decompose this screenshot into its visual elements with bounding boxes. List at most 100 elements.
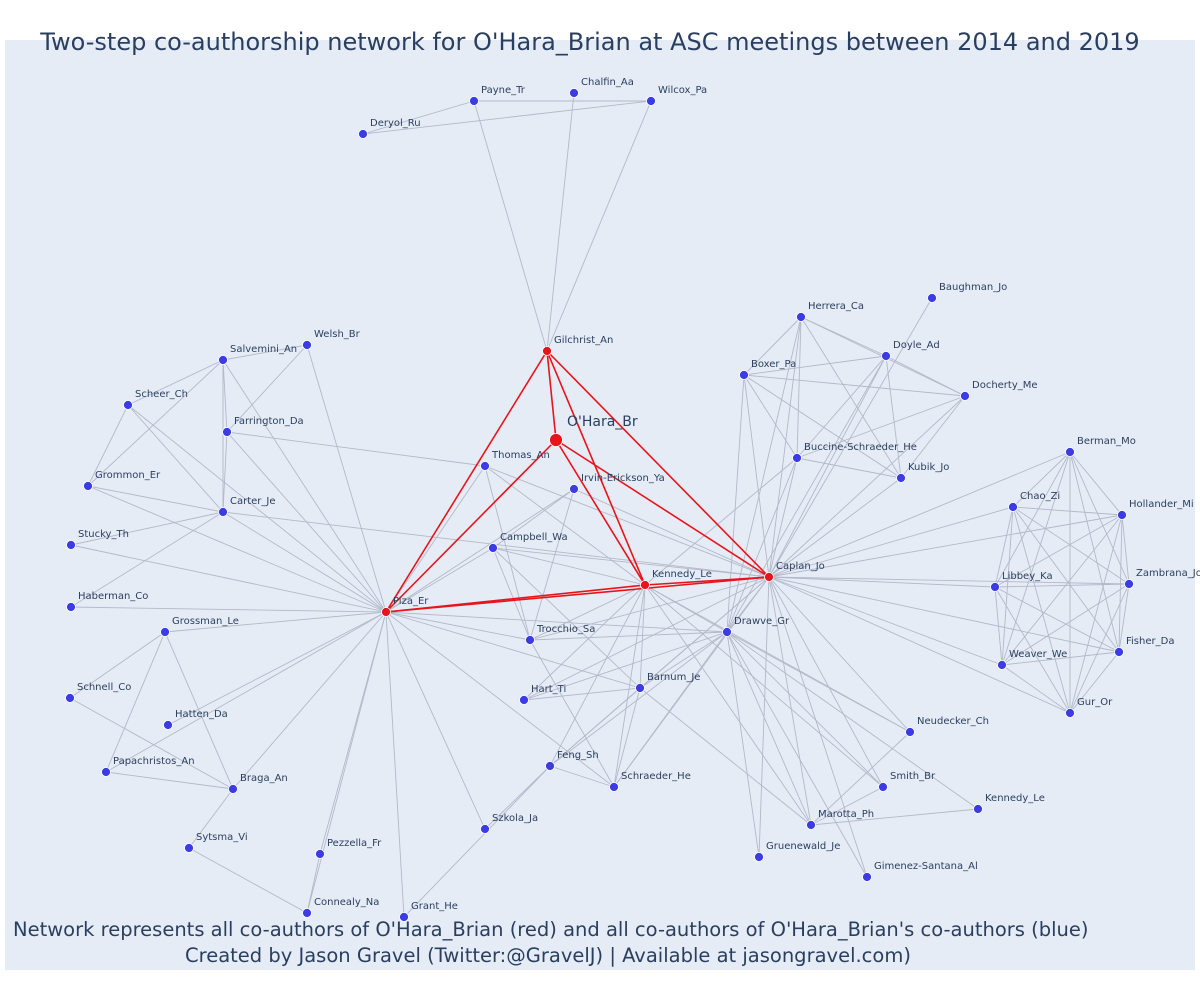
node-neudecker[interactable] (905, 727, 915, 737)
node-szkola[interactable] (480, 824, 490, 834)
gray-edge (768, 576, 884, 788)
node-baughman[interactable] (927, 293, 937, 303)
node-label-hart: Hart_Ti (531, 684, 566, 695)
node-connealy[interactable] (302, 908, 312, 918)
node-farrington[interactable] (222, 427, 232, 437)
gray-edge (768, 576, 868, 878)
node-label-grossman: Grossman_Le (172, 616, 239, 627)
node-gruenewald[interactable] (754, 852, 764, 862)
gray-edge (768, 576, 996, 588)
node-marotta[interactable] (806, 820, 816, 830)
node-chao[interactable] (1008, 502, 1018, 512)
node-pezzella[interactable] (315, 849, 325, 859)
node-payne[interactable] (469, 96, 479, 106)
node-scheer[interactable] (123, 400, 133, 410)
node-label-libbey: Libbey_Ka (1002, 571, 1053, 582)
gray-edge (529, 639, 615, 788)
gray-edge (167, 611, 387, 726)
gray-edge (768, 576, 1003, 666)
gray-edge (87, 404, 129, 487)
gray-edge (768, 576, 911, 733)
gray-edge (222, 511, 387, 613)
red-edge (546, 350, 646, 586)
node-label-connealy: Connealy_Na (314, 897, 379, 908)
gray-edge (768, 297, 933, 578)
node-libbey[interactable] (990, 582, 1000, 592)
node-welsh[interactable] (302, 340, 312, 350)
gray-edge (385, 488, 575, 613)
node-irvin[interactable] (569, 484, 579, 494)
node-label-zambrana: Zambrana_Jo (1136, 568, 1200, 579)
node-boxer[interactable] (739, 370, 749, 380)
gray-edge (1001, 583, 1130, 666)
node-wilcox[interactable] (646, 96, 656, 106)
node-doyle[interactable] (881, 351, 891, 361)
gray-edge (523, 687, 641, 701)
node-label-fisher: Fisher_Da (1126, 636, 1174, 647)
node-label-gur: Gur_Or (1077, 697, 1113, 708)
gray-edge (70, 511, 224, 546)
node-braga[interactable] (228, 784, 238, 794)
node-gilchrist[interactable] (542, 346, 552, 356)
red-edge (555, 439, 646, 586)
node-berman[interactable] (1065, 447, 1075, 457)
node-fisher[interactable] (1114, 647, 1124, 657)
gray-edge (222, 344, 308, 361)
red-edges (385, 350, 770, 613)
gray-edge (127, 404, 387, 613)
gray-edge (70, 606, 387, 613)
gray-edge (613, 584, 646, 788)
gray-edge (994, 586, 1003, 666)
node-papachristos[interactable] (101, 767, 111, 777)
node-haberman[interactable] (66, 602, 76, 612)
node-schnell[interactable] (65, 693, 75, 703)
node-zambrana[interactable] (1124, 579, 1134, 589)
node-gimenez[interactable] (862, 872, 872, 882)
gray-edge (726, 355, 887, 633)
node-hollander[interactable] (1117, 510, 1127, 520)
gray-edge (768, 316, 802, 578)
node-deryol[interactable] (358, 129, 368, 139)
node-kubik[interactable] (896, 473, 906, 483)
node-thomas[interactable] (480, 461, 490, 471)
gray-edge (900, 395, 966, 479)
node-drawve[interactable] (722, 627, 732, 637)
node-barnum[interactable] (635, 683, 645, 693)
node-carter[interactable] (218, 507, 228, 517)
node-piza[interactable] (381, 607, 391, 617)
node-trocchio[interactable] (525, 635, 535, 645)
node-feng[interactable] (545, 761, 555, 771)
gray-edge (644, 457, 798, 586)
node-weaver[interactable] (997, 660, 1007, 670)
node-schraeder[interactable] (609, 782, 619, 792)
node-sytsma[interactable] (184, 843, 194, 853)
gray-edge (1012, 506, 1123, 516)
node-herrera[interactable] (796, 312, 806, 322)
node-kennedyle1[interactable] (640, 580, 650, 590)
node-grossman[interactable] (160, 627, 170, 637)
gray-edge (87, 485, 224, 513)
node-smith[interactable] (878, 782, 888, 792)
node-stucky[interactable] (66, 540, 76, 550)
node-hart[interactable] (519, 695, 529, 705)
node-gur[interactable] (1065, 708, 1075, 718)
node-buccine[interactable] (792, 453, 802, 463)
gray-edge (644, 584, 884, 788)
node-grommon[interactable] (83, 481, 93, 491)
gray-edge (105, 631, 166, 773)
gray-edge (768, 506, 1014, 578)
node-docherty[interactable] (960, 391, 970, 401)
gray-edge (385, 611, 486, 830)
node-salvemini[interactable] (218, 355, 228, 365)
node-ohara[interactable] (549, 433, 563, 447)
node-grant[interactable] (399, 912, 409, 922)
node-label-campbell: Campbell_Wa (500, 532, 568, 543)
node-chalfin[interactable] (569, 88, 579, 98)
gray-edge (484, 465, 531, 641)
node-kennedyle2[interactable] (973, 804, 983, 814)
node-campbell[interactable] (488, 543, 498, 553)
node-caplan[interactable] (764, 572, 774, 582)
node-hatten[interactable] (163, 720, 173, 730)
gray-edge (768, 576, 812, 826)
